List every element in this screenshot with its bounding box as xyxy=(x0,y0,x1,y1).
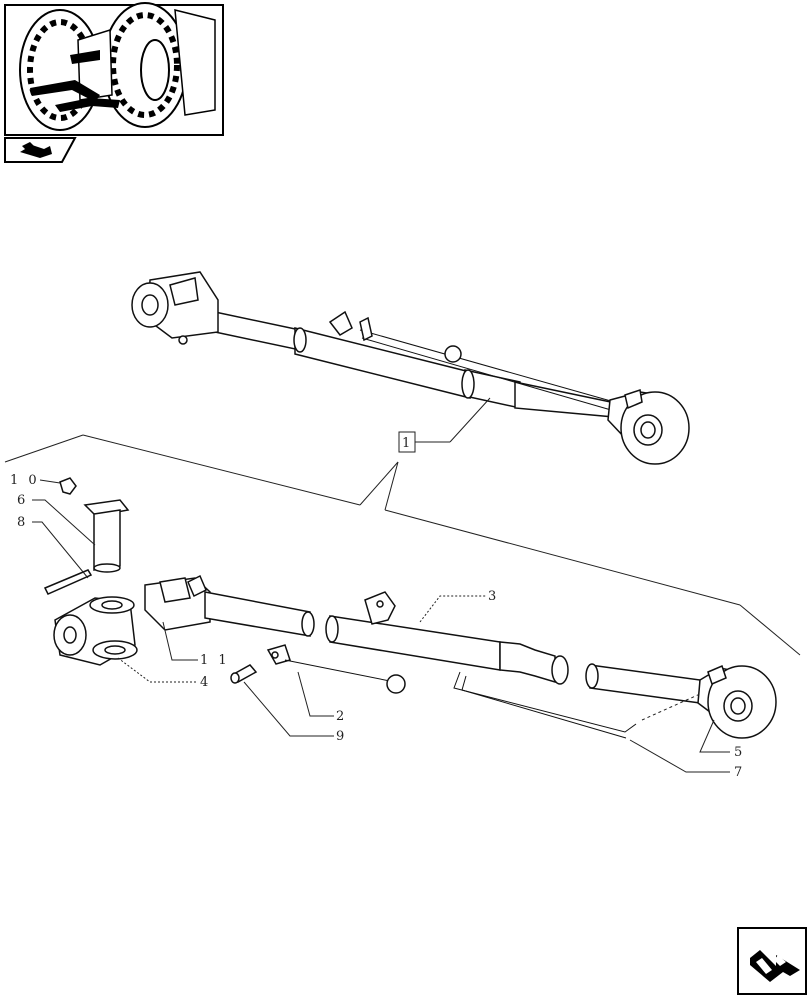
callout-6-label: 6 xyxy=(17,493,28,508)
tractor-rear-icon xyxy=(19,2,216,131)
callout-4-label: 4 xyxy=(200,675,211,690)
part-6-pin xyxy=(83,499,130,573)
part-9-pin xyxy=(230,664,258,684)
part-3-tube xyxy=(325,591,569,685)
thumbnail-panel[interactable] xyxy=(4,2,224,136)
callout-7: 7 xyxy=(629,693,745,780)
callout-11: 1 1 xyxy=(162,621,230,668)
callout-9-label: 9 xyxy=(336,729,347,744)
callout-4: 4 xyxy=(117,657,211,690)
part-2-handle xyxy=(266,644,406,694)
nav-next-button[interactable] xyxy=(737,927,807,995)
callout-3: 3 xyxy=(419,589,499,623)
arrow-back-icon xyxy=(20,142,52,158)
callout-9: 9 xyxy=(243,681,347,744)
assembly-bracket xyxy=(4,434,801,656)
part-5-ball-joint xyxy=(585,663,777,739)
callout-11-label: 1 1 xyxy=(200,653,230,668)
callout-7-label: 7 xyxy=(734,765,745,780)
callout-1: 1 xyxy=(398,397,491,453)
part-4-clevis xyxy=(53,596,138,666)
callout-3-label: 3 xyxy=(488,589,499,604)
callout-6: 6 xyxy=(17,493,96,546)
callout-10-label: 1 0 xyxy=(10,473,40,488)
callout-8-label: 8 xyxy=(17,515,28,530)
nav-prev-button[interactable] xyxy=(4,137,77,163)
arrow-next-icon xyxy=(750,950,800,982)
callout-5-label: 5 xyxy=(734,745,745,760)
part-8-split-pin xyxy=(43,569,93,595)
callout-2: 2 xyxy=(297,671,347,724)
part-7-lock-bar xyxy=(453,671,637,739)
callout-1-label: 1 xyxy=(402,436,413,451)
assembled-top-link xyxy=(131,271,690,465)
part-11-screw xyxy=(144,574,315,637)
callout-8: 8 xyxy=(17,515,89,579)
callout-2-label: 2 xyxy=(336,709,347,724)
callout-5: 5 xyxy=(699,719,745,760)
callout-10: 1 0 xyxy=(10,473,61,488)
part-10-nipple xyxy=(59,477,77,495)
